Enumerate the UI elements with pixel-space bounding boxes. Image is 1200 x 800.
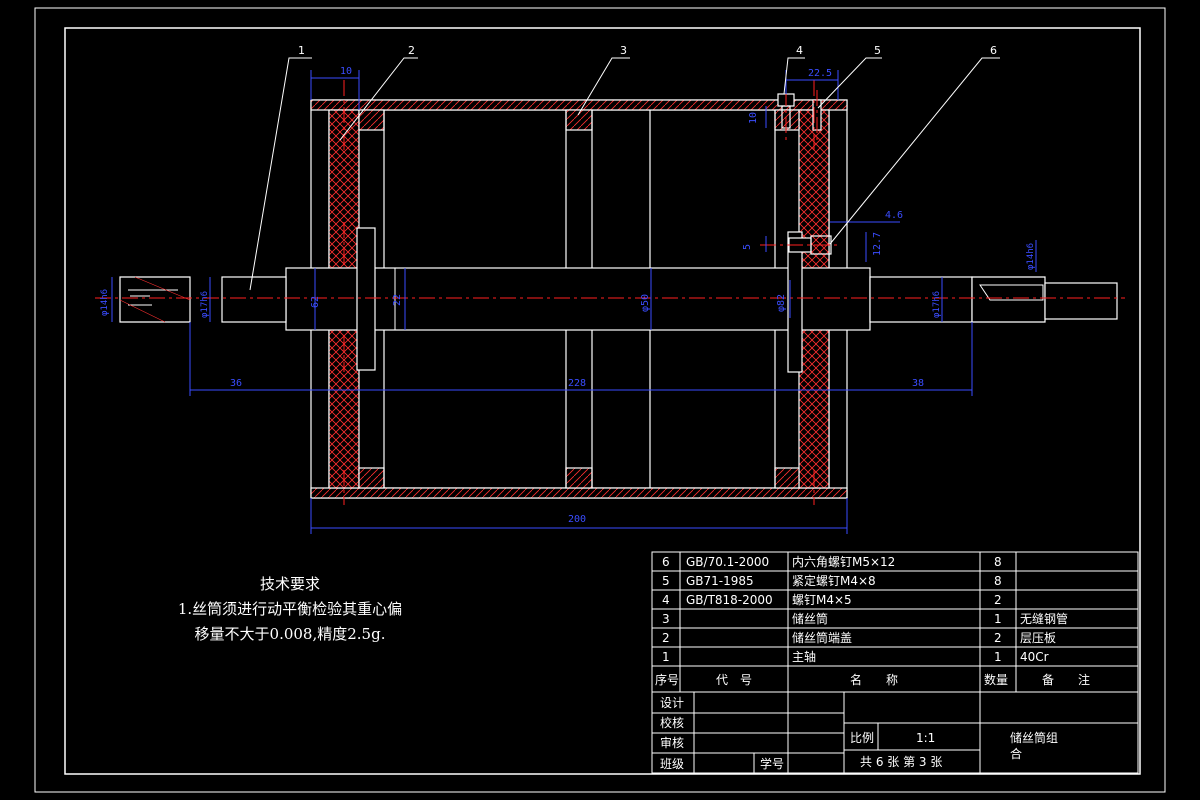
tb-sheets: 共 6 张 第 3 张: [860, 755, 942, 769]
bom-header-qty: 数量: [984, 672, 1008, 687]
callout-1: 1: [298, 44, 305, 57]
bom-row-code: GB/70.1-2000: [686, 555, 769, 569]
tech-line-2: 移量不大于0.008,精度2.5g.: [194, 625, 386, 643]
bom-row-code: GB/T818-2000: [686, 593, 773, 607]
dim-10v: 10: [748, 112, 759, 124]
centerlines: [95, 80, 1125, 505]
technical-requirements: 技术要求 1.丝筒须进行动平衡检验其重心偏 移量不大于0.008,精度2.5g.: [170, 572, 410, 647]
bom-row-no: 6: [662, 555, 670, 569]
tb-drawing-title-2: 合: [1010, 746, 1022, 761]
dim-4-6: 4.6: [885, 210, 903, 221]
bom-header-no: 序号: [655, 672, 679, 687]
bom-row-qty: 1: [994, 650, 1002, 664]
bom-row-qty: 1: [994, 612, 1002, 626]
bom-header-note: 备 注: [1042, 672, 1090, 687]
callout-numbers: 1 2 3 4 5 6: [298, 44, 997, 57]
bom-header-name: 名 称: [850, 672, 898, 687]
tb-review: 审核: [660, 735, 684, 750]
bom-row-no: 2: [662, 631, 670, 645]
bom-row-note: 40Cr: [1020, 650, 1049, 664]
shaft-end-left: [119, 276, 191, 323]
inner-boss-right: [774, 109, 800, 131]
bom-text: 6 GB/70.1-2000 内六角螺钉M5×12 8 5 GB71-1985 …: [655, 555, 1090, 771]
bom-row-name: 内六角螺钉M5×12: [792, 555, 895, 569]
callout-5: 5: [874, 44, 881, 57]
inner-boss-left: [358, 109, 385, 131]
tube-wall-bottom-hatch: [310, 487, 848, 499]
bom-row-note: 层压板: [1020, 631, 1056, 645]
dim-200: 200: [568, 514, 586, 525]
dim-36: 36: [230, 378, 242, 389]
inner-frame: [64, 27, 1141, 775]
bom-row-qty: 2: [994, 593, 1002, 607]
dimension-lines: [111, 70, 1037, 534]
right-flange: [787, 231, 803, 373]
dim-17h6-right: φ17h6: [932, 291, 942, 318]
bom-row-no: 4: [662, 593, 670, 607]
dim-38: 38: [912, 378, 924, 389]
tech-title: 技术要求: [259, 575, 320, 593]
shaft-tip-right: [1044, 282, 1118, 320]
tube-wall-top-hatch: [310, 99, 848, 111]
bom-header-code: 代 号: [716, 673, 752, 687]
callout-leaders: [249, 57, 1000, 291]
bom-row-name: 紧定螺钉M4×8: [792, 573, 876, 588]
inner-boss-left-b: [358, 467, 385, 489]
tb-class: 班级: [660, 757, 684, 771]
bom-row-name: 储丝筒端盖: [792, 630, 852, 645]
bom-row-note: 无缝钢管: [1020, 611, 1068, 626]
tb-design: 设计: [660, 696, 684, 710]
dim-22: 22: [392, 294, 403, 306]
outer-frame: [34, 7, 1166, 793]
bom-row-name: 储丝筒: [792, 611, 828, 626]
callout-3: 3: [620, 44, 627, 57]
dim-82: φ82: [776, 294, 787, 312]
tb-drawing-title-1: 储丝筒组: [1010, 730, 1058, 745]
callout-2: 2: [408, 44, 415, 57]
tb-scale-label: 比例: [850, 731, 874, 745]
dim-5: 5: [742, 244, 753, 250]
tb-scale: 1:1: [916, 731, 935, 745]
bom-row-no: 3: [662, 612, 670, 626]
shaft-journal-right: [869, 276, 973, 323]
dim-50: φ50: [640, 294, 651, 312]
dim-17h6-left: φ17h6: [200, 291, 210, 318]
bom-row-code: GB71-1985: [686, 574, 754, 588]
dim-10: 10: [340, 66, 352, 77]
bom-row-no: 5: [662, 574, 670, 588]
dim-22-5: 22.5: [808, 68, 832, 79]
callout-4: 4: [796, 44, 803, 57]
bom-row-name: 螺钉M4×5: [792, 593, 852, 607]
middle-ring-bottom: [565, 467, 593, 489]
dim-62: 62: [310, 296, 321, 308]
dim-228: 228: [568, 378, 586, 389]
bom-row-qty: 8: [994, 574, 1002, 588]
tb-check: 校核: [660, 715, 684, 730]
bom-row-qty: 8: [994, 555, 1002, 569]
bom-row-name: 主轴: [792, 649, 816, 664]
bom-row-no: 1: [662, 650, 670, 664]
dim-14h6-left: φ14h6: [100, 289, 110, 316]
main-shaft-core: [285, 267, 871, 331]
bom-row-qty: 2: [994, 631, 1002, 645]
callout-6: 6: [990, 44, 997, 57]
shaft-journal-left: [221, 276, 287, 323]
tb-student-no: 学号: [760, 756, 784, 771]
left-flange: [356, 227, 376, 371]
drum-assembly: [119, 93, 1118, 499]
dim-14h6-right: φ14h6: [1026, 243, 1036, 270]
tech-line-1: 1.丝筒须进行动平衡检验其重心偏: [177, 600, 403, 618]
bom-table: [651, 551, 1139, 774]
dimension-texts: 10 22.5 10 4.6 5 12.7 62 22 φ50 φ82 36 2…: [100, 66, 1036, 525]
dim-12-7: 12.7: [872, 232, 883, 256]
inner-boss-right-b: [774, 467, 800, 489]
